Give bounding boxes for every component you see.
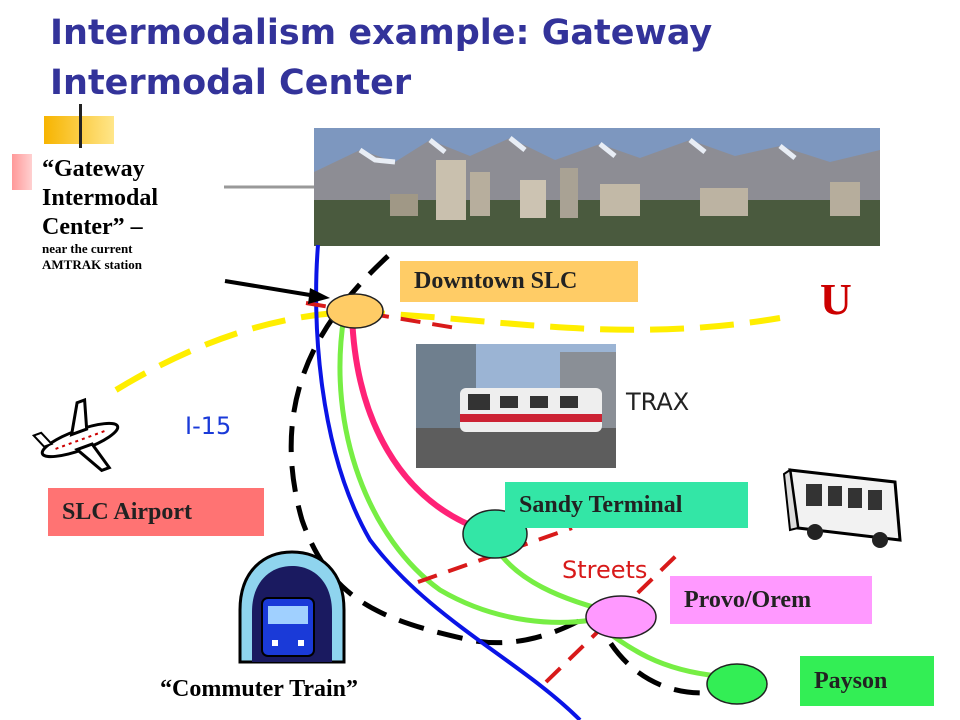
label-slc-airport: SLC Airport — [48, 488, 264, 536]
bus-icon — [782, 468, 902, 548]
caption-line5: AMTRAK station — [42, 256, 143, 272]
trax-photo — [416, 344, 616, 468]
station-payson — [706, 663, 768, 705]
accent-bar-vertical — [79, 104, 82, 148]
i15-line — [314, 244, 582, 720]
label-provo-orem: Provo/Orem — [670, 576, 872, 624]
city-skyline-photo — [314, 128, 880, 246]
caption-line4: near the current — [42, 241, 133, 257]
caption-line1: “Gateway — [42, 156, 145, 182]
commuter-rail-line — [288, 254, 719, 696]
label-streets: Streets — [562, 556, 648, 584]
gateway-caption: “Gateway Intermodal Center” – near the c… — [42, 155, 227, 273]
commuter-train-icon — [238, 550, 346, 664]
page-title: Intermodalism example: Gateway Intermoda… — [50, 13, 713, 103]
station-downtown — [326, 293, 384, 329]
pointer-arrow — [224, 279, 317, 298]
label-payson: Payson — [800, 656, 934, 706]
green-line — [337, 315, 719, 679]
caption-line2: Intermodal — [42, 184, 158, 211]
accent-bar-red — [12, 154, 32, 190]
label-downtown-slc: Downtown SLC — [400, 261, 638, 302]
station-provo — [585, 595, 657, 639]
label-university: U — [820, 275, 852, 324]
caption-line3: Center” – — [42, 213, 143, 240]
airplane-icon — [31, 397, 120, 473]
label-commuter-train: “Commuter Train” — [160, 676, 358, 702]
label-trax: TRAX — [626, 388, 690, 416]
label-sandy-terminal: Sandy Terminal — [505, 482, 748, 528]
label-i15: I-15 — [185, 412, 232, 440]
trax-line — [349, 315, 484, 533]
